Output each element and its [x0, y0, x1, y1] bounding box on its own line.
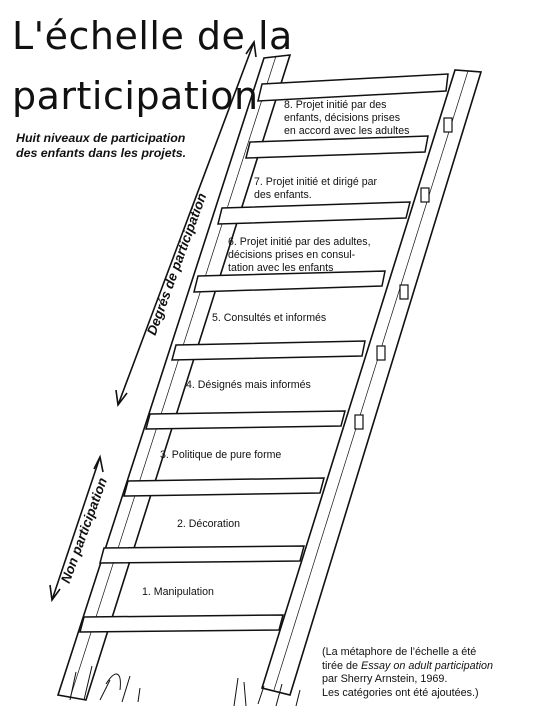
rung-4-label: 4. Désignés mais informés [186, 379, 311, 391]
rung-2-label: 2. Décoration [177, 518, 241, 530]
rung-1-label: 1. Manipulation [142, 586, 214, 598]
rung-5-label: 5. Consultés et informés [212, 312, 327, 324]
rung-6-label: 6. Projet initié par des adultes, décisi… [228, 236, 371, 274]
rung-3-label: 3. Politique de pure forme [160, 449, 282, 461]
subtitle: Huit niveaux de participation des enfant… [16, 131, 187, 160]
source-credit: (La métaphore de l’échelle a été tirée d… [322, 646, 494, 699]
title-line-2: participation [12, 74, 259, 118]
axis-arrows [49, 39, 257, 603]
grass [69, 665, 301, 707]
ladder-pegs [354, 117, 453, 430]
title-line-1: L'échelle de la [12, 14, 293, 58]
rung-8-label: 8. Projet initié par des enfants, décisi… [284, 99, 410, 137]
ladder-rungs [79, 73, 449, 633]
rung-7-label: 7. Projet initié et dirigé par des enfan… [254, 176, 378, 201]
